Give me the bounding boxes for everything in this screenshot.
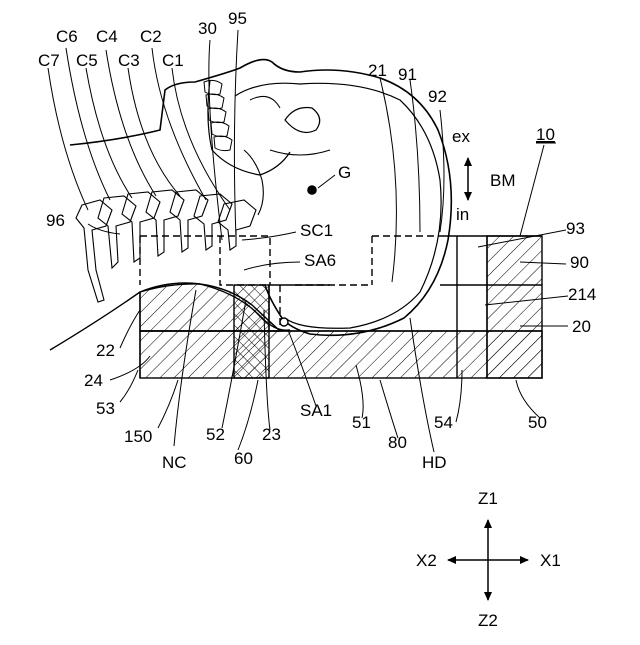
label-sa6: SA6 bbox=[304, 251, 336, 270]
label-x1: X1 bbox=[540, 551, 561, 570]
label-22: 22 bbox=[96, 341, 115, 360]
label-90: 90 bbox=[570, 253, 589, 272]
label-z2: Z2 bbox=[478, 611, 498, 630]
label-sc1: SC1 bbox=[300, 221, 333, 240]
label-52: 52 bbox=[206, 425, 225, 444]
label-sa1: SA1 bbox=[300, 401, 332, 420]
label-50: 50 bbox=[528, 413, 547, 432]
label-96: 96 bbox=[46, 211, 65, 230]
eye-orbit bbox=[285, 108, 320, 133]
label-80: 80 bbox=[388, 433, 407, 452]
label-bm: BM bbox=[490, 171, 516, 190]
label-214: 214 bbox=[568, 285, 596, 304]
label-24: 24 bbox=[84, 371, 103, 390]
label-hd: HD bbox=[422, 453, 447, 472]
label-30: 30 bbox=[198, 19, 217, 38]
label-51: 51 bbox=[352, 413, 371, 432]
label-54: 54 bbox=[434, 413, 453, 432]
label-93: 93 bbox=[566, 219, 585, 238]
label-91: 91 bbox=[398, 65, 417, 84]
label-150: 150 bbox=[124, 427, 152, 446]
label-c1: C1 bbox=[162, 51, 184, 70]
label-20: 20 bbox=[572, 317, 591, 336]
label-95: 95 bbox=[228, 9, 247, 28]
label-g: G bbox=[338, 163, 351, 182]
label-10: 10 bbox=[536, 125, 555, 144]
label-c2: C2 bbox=[140, 27, 162, 46]
label-c4: C4 bbox=[96, 27, 118, 46]
label-c3: C3 bbox=[118, 51, 140, 70]
axes-indicator bbox=[448, 520, 528, 600]
center-of-gravity-dot bbox=[308, 186, 316, 194]
side-column-90 bbox=[487, 236, 542, 378]
label-c5: C5 bbox=[76, 51, 98, 70]
pillow bbox=[50, 236, 542, 378]
label-in: in bbox=[456, 205, 469, 224]
label-92: 92 bbox=[428, 87, 447, 106]
label-c6: C6 bbox=[56, 27, 78, 46]
head-rest-surface bbox=[50, 292, 140, 350]
label-nc: NC bbox=[162, 453, 187, 472]
label-21: 21 bbox=[368, 61, 387, 80]
label-53: 53 bbox=[96, 399, 115, 418]
base-layer-50 bbox=[140, 331, 542, 378]
teeth bbox=[204, 80, 232, 150]
point-sa1 bbox=[280, 318, 288, 326]
label-ex: ex bbox=[452, 127, 470, 146]
label-z1: Z1 bbox=[478, 489, 498, 508]
label-60: 60 bbox=[234, 449, 253, 468]
label-23: 23 bbox=[262, 425, 281, 444]
label-x2: X2 bbox=[416, 551, 437, 570]
label-c7: C7 bbox=[38, 51, 60, 70]
